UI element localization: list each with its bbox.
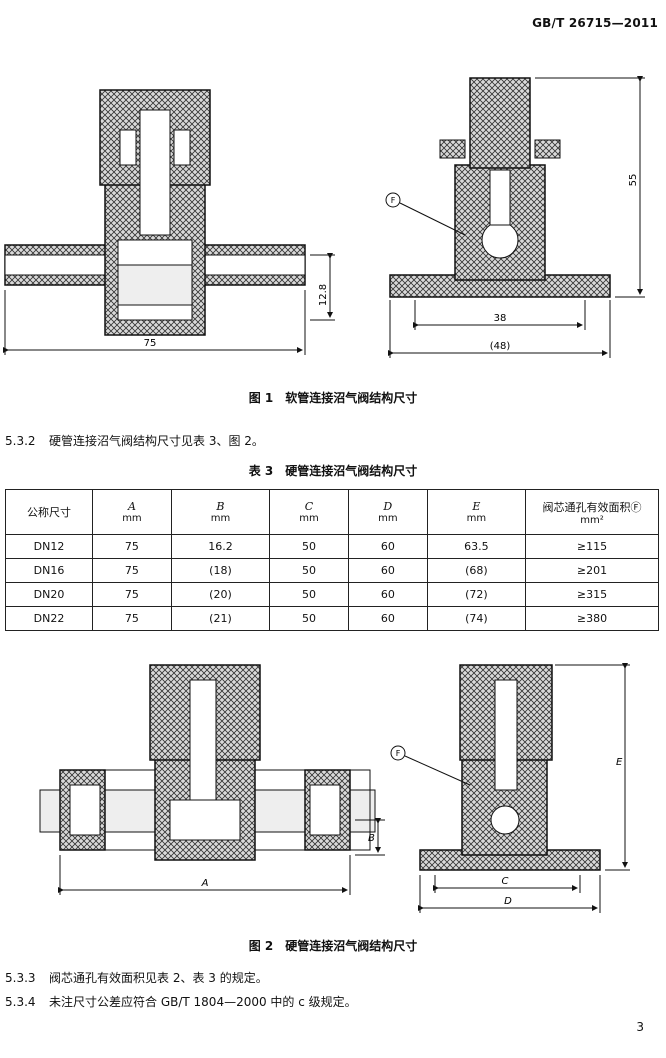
dim-a: A: [201, 878, 209, 889]
figure-1-caption: 图 1 软管连接沼气阀结构尺寸: [248, 391, 418, 405]
dim-base-overall: (48): [490, 341, 511, 352]
table-cell: 60: [347, 534, 428, 559]
figure-1-drawing: 75 12.8 F 38 (48) 55: [3, 76, 645, 358]
para-5-3-4-text: 未注尺寸公差应符合 GB/T 1804—2000 中的 c 级规定。: [49, 995, 357, 1009]
table-cell: 75: [92, 558, 172, 583]
table-cell: DN12: [5, 534, 93, 559]
table-cell: 60: [347, 606, 428, 631]
table-cell: ≥115: [525, 534, 659, 559]
table-cell: (74): [426, 606, 527, 631]
standard-id: GB/T 26715—2011: [532, 16, 658, 30]
figure-1-left-view: 75 12.8: [3, 89, 335, 355]
para-5-3-2: 5.3.2 硬管连接沼气阀结构尺寸见表 3、图 2。: [5, 432, 264, 449]
table-cell: 60: [347, 558, 428, 583]
dim-base-width: 38: [494, 313, 507, 324]
dim-e: E: [616, 757, 623, 768]
figure-2-caption: 图 2 硬管连接沼气阀结构尺寸: [248, 939, 418, 953]
marker-f-1: F: [391, 196, 396, 205]
table-cell: DN20: [5, 582, 93, 607]
table-cell: ≥315: [525, 582, 659, 607]
dim-overall-length: 75: [144, 338, 157, 349]
figure-1-right-view: F 38 (48) 55: [385, 76, 645, 358]
table-cell: 50: [269, 582, 349, 607]
header-nominal-size: 公称尺寸: [5, 489, 93, 535]
table-cell: 75: [92, 606, 172, 631]
dim-total-height: 55: [628, 174, 639, 187]
table-cell: 50: [269, 606, 349, 631]
table-cell: 63.5: [426, 534, 527, 559]
figure-2-left-view: A B: [39, 664, 385, 895]
dim-height: 12.8: [318, 284, 329, 306]
table-cell: (18): [170, 558, 271, 583]
para-5-3-3-number: 5.3.3: [5, 971, 36, 985]
table-cell: (72): [426, 582, 527, 607]
table-cell: (68): [426, 558, 527, 583]
dim-d: D: [504, 896, 512, 907]
page-number: 3: [636, 1020, 644, 1034]
table-cell: 60: [347, 582, 428, 607]
para-5-3-2-number: 5.3.2: [5, 434, 36, 448]
table-cell: 16.2: [170, 534, 271, 559]
table-cell: 50: [269, 534, 349, 559]
table-3-title: 表 3 硬管连接沼气阀结构尺寸: [248, 464, 418, 478]
figure-2-drawing: A B F C D E: [39, 663, 630, 913]
dim-b: B: [368, 833, 375, 844]
para-5-3-4: 5.3.4 未注尺寸公差应符合 GB/T 1804—2000 中的 c 级规定。: [5, 993, 357, 1010]
para-5-3-3-text: 阀芯通孔有效面积见表 2、表 3 的规定。: [49, 971, 268, 985]
marker-f-2: F: [396, 749, 401, 758]
table-cell: (21): [170, 606, 271, 631]
table-cell: DN16: [5, 558, 93, 583]
table-cell: ≥380: [525, 606, 659, 631]
table-cell: 50: [269, 558, 349, 583]
para-5-3-3: 5.3.3 阀芯通孔有效面积见表 2、表 3 的规定。: [5, 969, 268, 986]
table-cell: 75: [92, 582, 172, 607]
dim-c: C: [502, 876, 509, 887]
para-5-3-2-text: 硬管连接沼气阀结构尺寸见表 3、图 2。: [49, 434, 264, 448]
table-cell: (20): [170, 582, 271, 607]
table-cell: 75: [92, 534, 172, 559]
figure-2-right-view: F C D E: [390, 663, 630, 913]
table-cell: ≥201: [525, 558, 659, 583]
table-cell: DN22: [5, 606, 93, 631]
para-5-3-4-number: 5.3.4: [5, 995, 36, 1009]
